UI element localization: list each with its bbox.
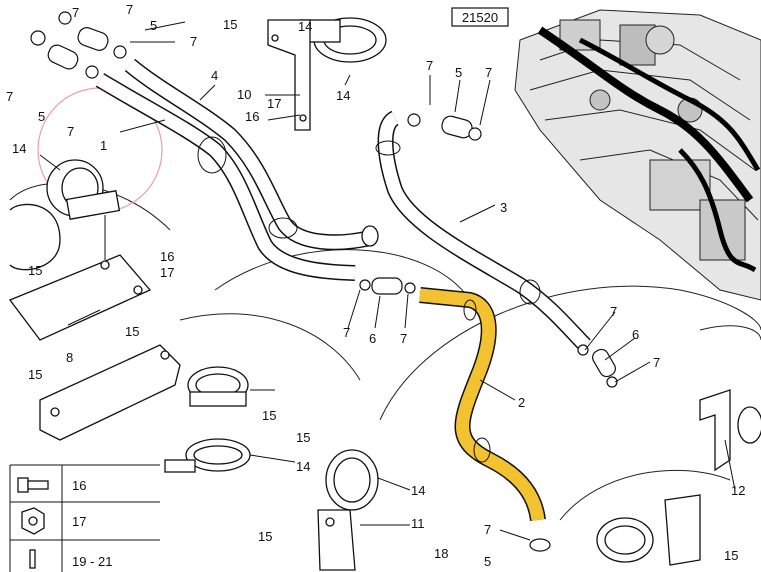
bracket-12 xyxy=(699,389,761,472)
callout-label: 3 xyxy=(500,200,507,215)
callout-label: 14 xyxy=(411,483,425,498)
callout-label: 15 xyxy=(223,17,237,32)
legend-table: 16 17 19 - 21 xyxy=(9,464,160,572)
callout-label: 17 xyxy=(160,265,174,280)
detail-outlines xyxy=(9,182,761,521)
clamp-14-bottom xyxy=(317,449,379,571)
nut-icon xyxy=(21,507,45,535)
bracket-10 xyxy=(267,19,311,131)
washer-icon xyxy=(29,549,36,569)
callout-label: 6 xyxy=(632,327,639,342)
callout-label: 18 xyxy=(434,546,448,561)
callout-label: 15 xyxy=(258,529,272,544)
callout-label: 7 xyxy=(72,5,79,20)
callout-label: 14 xyxy=(296,459,310,474)
callout-label: 15 xyxy=(724,548,738,563)
sleeves-center xyxy=(359,113,618,552)
callout-label: 15 xyxy=(296,430,310,445)
callout-label: 1 xyxy=(100,138,107,153)
legend-label: 16 xyxy=(72,478,86,493)
clamp-14-mid-lower xyxy=(164,438,251,473)
callout-label: 14 xyxy=(298,19,312,34)
callout-label: 15 xyxy=(28,263,42,278)
callout-label: 4 xyxy=(211,68,218,83)
callout-label: 10 xyxy=(237,87,251,102)
callout-labels: 5 7 5 7 7 1 14 4 15 10 16 17 14 7 5 7 3 … xyxy=(6,2,745,569)
clamp-14-mid-upper xyxy=(187,366,249,407)
callout-label: 12 xyxy=(731,483,745,498)
callout-label: 7 xyxy=(610,304,617,319)
callout-label: 5 xyxy=(484,554,491,569)
legend-label: 17 xyxy=(72,514,86,529)
callout-label: 16 xyxy=(245,109,259,124)
callout-label: 7 xyxy=(190,34,197,49)
hose-2-highlighted xyxy=(419,287,546,522)
bracket-plate-mid xyxy=(39,344,181,441)
callout-label: 7 xyxy=(484,522,491,537)
reference-code: 21520 xyxy=(462,10,498,25)
callout-label: 7 xyxy=(343,325,350,340)
callout-label: 17 xyxy=(267,96,281,111)
callout-label: 2 xyxy=(518,395,525,410)
clamp-14-top xyxy=(299,17,387,63)
callout-label: 5 xyxy=(150,18,157,33)
callout-label: 15 xyxy=(125,324,139,339)
hose-3 xyxy=(375,110,591,351)
callout-label: 7 xyxy=(426,58,433,73)
leader-lines xyxy=(39,21,736,541)
callout-label: 8 xyxy=(66,350,73,365)
callout-label: 7 xyxy=(126,2,133,17)
callout-label: 7 xyxy=(653,355,660,370)
callout-label: 14 xyxy=(336,88,350,103)
callout-label: 7 xyxy=(6,89,13,104)
callout-label: 7 xyxy=(485,65,492,80)
hose-sleeves-top-left xyxy=(30,11,127,79)
reference-code-box: 21520 xyxy=(451,7,509,27)
callout-label: 7 xyxy=(67,124,74,139)
callout-label: 14 xyxy=(12,141,26,156)
bracket-8 xyxy=(8,203,152,341)
legend-label: 19 - 21 xyxy=(72,554,112,569)
clamp-bottom-right xyxy=(596,494,701,566)
engine-illustration xyxy=(514,9,761,301)
callout-label: 15 xyxy=(28,367,42,382)
callout-label: 11 xyxy=(411,516,425,531)
callout-label: 5 xyxy=(455,65,462,80)
callout-label: 6 xyxy=(369,331,376,346)
clamp-14-left xyxy=(46,159,121,220)
callout-label: 16 xyxy=(160,249,174,264)
bolt-side-icon xyxy=(17,477,49,493)
hose-4 xyxy=(95,58,379,281)
callout-label: 15 xyxy=(262,408,276,423)
callout-label: 5 xyxy=(38,109,45,124)
callout-label: 7 xyxy=(400,331,407,346)
